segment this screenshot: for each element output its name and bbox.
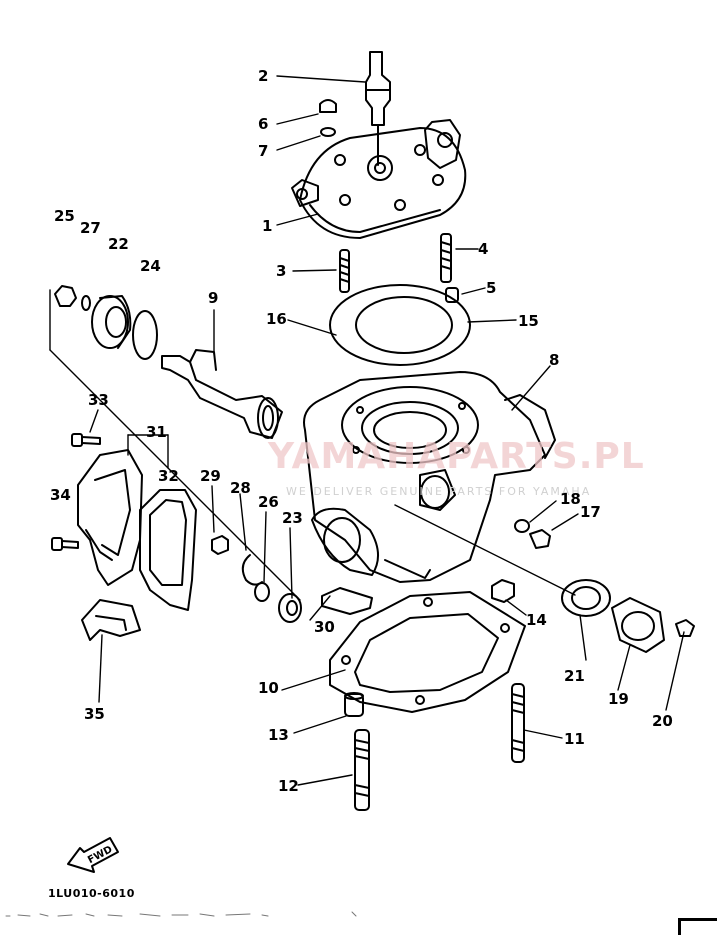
corner-frame <box>678 918 717 935</box>
stud-bolt-4 <box>440 233 452 283</box>
watermark-subtext: WE DELIVER GENUINE PARTS FOR YAMAHA <box>286 485 592 498</box>
bolt-34 <box>51 537 79 551</box>
callout-18: 18 <box>560 490 581 508</box>
o-ring-24 <box>132 310 158 360</box>
callout-9: 9 <box>208 289 219 307</box>
stud-bolt-11 <box>511 683 525 763</box>
callout-34: 34 <box>50 486 71 504</box>
callout-19: 19 <box>608 690 629 708</box>
callout-30: 30 <box>314 618 335 636</box>
fwd-arrow <box>67 837 119 873</box>
gasket-21 <box>561 579 611 617</box>
callout-25: 25 <box>54 207 75 225</box>
callout-29: 29 <box>200 467 221 485</box>
o-ring-27 <box>81 295 91 311</box>
callout-35: 35 <box>84 705 105 723</box>
valve-holder <box>77 449 143 586</box>
callout-24: 24 <box>140 257 161 275</box>
cap-nut <box>319 99 337 113</box>
callout-20: 20 <box>652 712 673 730</box>
cylinder-head <box>291 119 467 239</box>
spark-plug <box>365 51 391 166</box>
callout-12: 12 <box>278 777 299 795</box>
cylinder <box>303 371 556 583</box>
callout-17: 17 <box>580 503 601 521</box>
cover-19 <box>611 597 665 653</box>
nut-14 <box>491 579 515 603</box>
callout-7: 7 <box>258 142 269 160</box>
head-gasket-16 <box>329 284 471 366</box>
housing-22 <box>91 295 132 349</box>
callout-33: 33 <box>88 391 109 409</box>
callout-15: 15 <box>518 312 539 330</box>
bolt-29 <box>211 535 229 555</box>
base-gasket <box>329 591 526 713</box>
hose-joint <box>161 349 283 439</box>
callout-21: 21 <box>564 667 585 685</box>
callout-6: 6 <box>258 115 269 133</box>
callout-2: 2 <box>258 67 269 85</box>
guide-30 <box>321 587 373 615</box>
callout-13: 13 <box>268 726 289 744</box>
oil-seal-23 <box>278 593 302 623</box>
gasket-32 <box>139 489 197 611</box>
callout-11: 11 <box>564 730 585 748</box>
bushing-26 <box>254 582 270 602</box>
callout-4: 4 <box>478 240 489 258</box>
stud-bolt-12 <box>354 729 370 811</box>
callout-3: 3 <box>276 262 287 280</box>
callout-10: 10 <box>258 679 279 697</box>
callout-14: 14 <box>526 611 547 629</box>
washer <box>320 127 336 137</box>
callout-32: 32 <box>158 467 179 485</box>
callout-23: 23 <box>282 509 303 527</box>
cap-25 <box>54 285 77 307</box>
callout-8: 8 <box>549 351 560 369</box>
callout-1: 1 <box>262 217 273 235</box>
head-gasket-15 <box>355 296 453 354</box>
diagram-code: 1LU010-6010 <box>48 887 135 900</box>
watermark-text: YAMAHAPARTS.PL <box>268 436 645 477</box>
bolt-33 <box>71 433 101 447</box>
collar-13 <box>344 692 364 717</box>
callout-16: 16 <box>266 310 287 328</box>
leader-lines <box>49 75 685 786</box>
bolt-20 <box>675 619 695 637</box>
washer-18 <box>514 519 530 533</box>
callout-31: 31 <box>146 423 167 441</box>
callout-5: 5 <box>486 279 497 297</box>
callout-28: 28 <box>230 479 251 497</box>
cover-35 <box>81 599 141 641</box>
bolt-17 <box>529 529 551 549</box>
stud-bolt-3 <box>339 249 350 293</box>
callout-27: 27 <box>80 219 101 237</box>
callout-26: 26 <box>258 493 279 511</box>
scan-noise <box>5 911 357 917</box>
callout-22: 22 <box>108 235 129 253</box>
